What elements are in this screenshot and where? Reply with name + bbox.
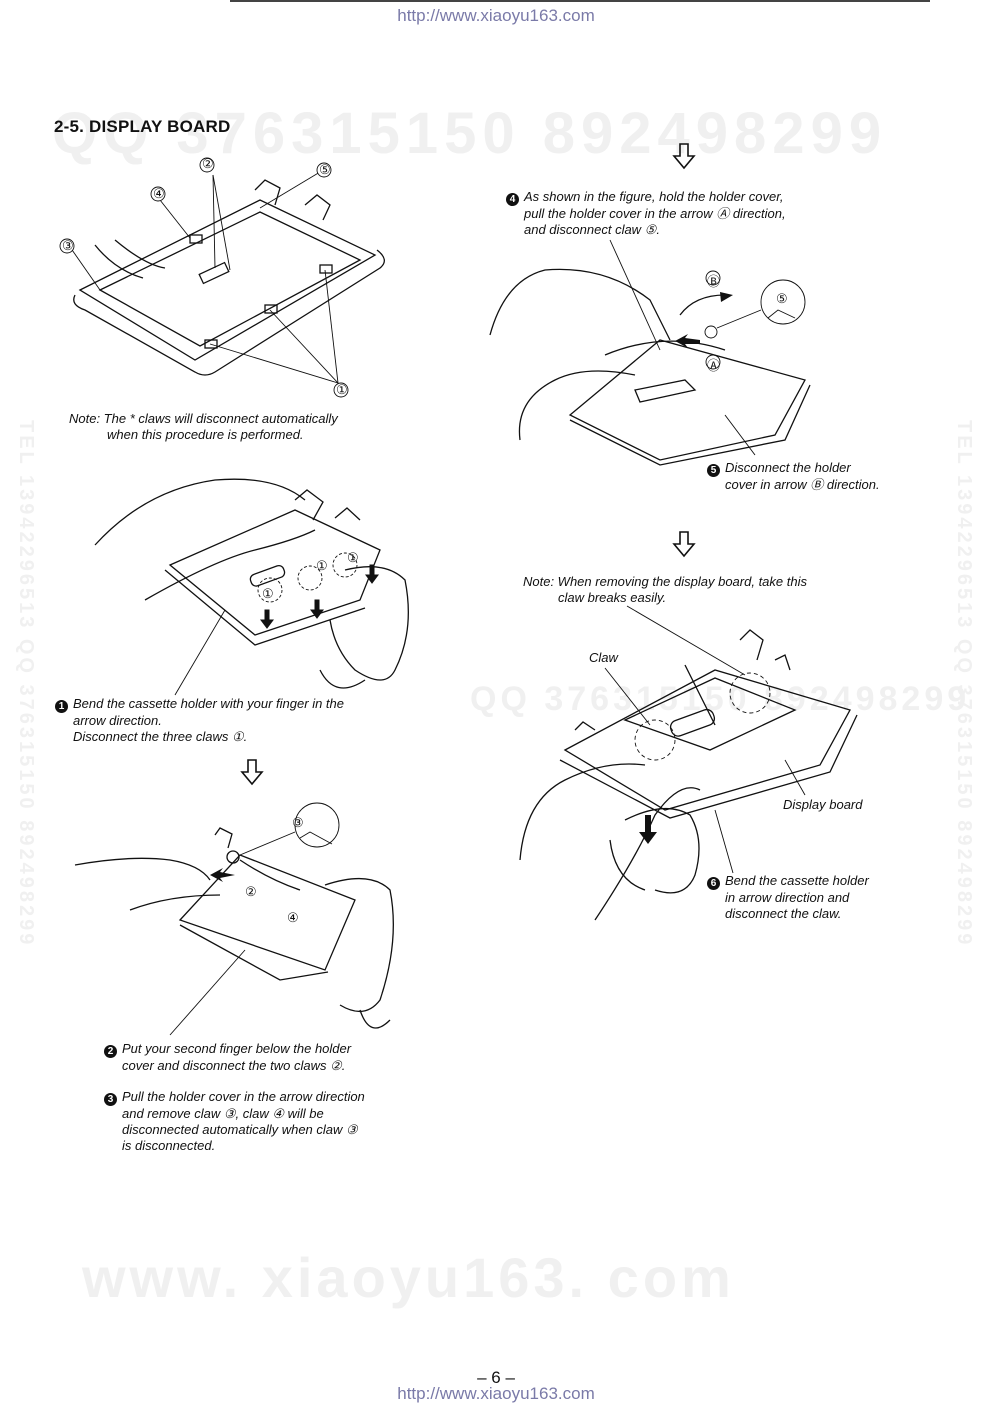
- step-line: arrow direction.: [73, 713, 162, 728]
- step-line: pull the holder cover in the arrow Ⓐ dir…: [524, 206, 786, 221]
- step-number: 2: [104, 1045, 117, 1058]
- note-auto-disconnect: Note: The * claws will disconnect automa…: [69, 411, 338, 443]
- note-claw-breaks: Note: When removing the display board, t…: [523, 574, 807, 606]
- step-line: disconnect the claw.: [725, 906, 842, 921]
- note-line: Note: When removing the display board, t…: [523, 574, 807, 589]
- figure-remove-claws: [74, 802, 394, 1036]
- page-number: – 6 –: [477, 1368, 515, 1387]
- step-number: 3: [104, 1093, 117, 1106]
- down-arrow-icon: [672, 531, 696, 558]
- step-2: 2 Put your second finger below the holder…: [104, 1041, 351, 1074]
- step-line: Bend the cassette holder: [725, 873, 869, 888]
- step-number: 6: [707, 877, 720, 890]
- callout-label: ④: [287, 910, 299, 925]
- step-line: Pull the holder cover in the arrow direc…: [122, 1089, 365, 1104]
- callout-label: ①: [316, 558, 328, 573]
- header-url: http://www.xiaoyu163.com: [397, 6, 595, 25]
- step-number: 1: [55, 700, 68, 713]
- step-line: Bend the cassette holder with your finge…: [73, 696, 344, 711]
- note-line: when this procedure is performed.: [107, 427, 304, 442]
- watermark-side-right: TEL 13942296513 QQ 376315150 892498299: [953, 420, 975, 948]
- step-line: in arrow direction and: [725, 890, 850, 905]
- step-line: is disconnected.: [122, 1138, 216, 1153]
- callout-label: ①: [336, 382, 348, 397]
- label-display-board: Display board: [783, 797, 863, 812]
- callout-label: ①: [347, 550, 359, 565]
- step-line: disconnected automatically when claw ③: [122, 1122, 358, 1137]
- figure-holder-cover: [489, 239, 811, 466]
- figure-bend-holder: [94, 478, 409, 696]
- callout-label: ②: [245, 884, 257, 899]
- watermark-middle: QQ 376315150 892498299: [470, 680, 971, 718]
- step-line: Disconnect the holder: [725, 460, 851, 475]
- callout-label: ⑤: [776, 291, 788, 306]
- section-title: 2-5. DISPLAY BOARD: [54, 117, 231, 136]
- step-5: 5 Disconnect the holder cover in arrow Ⓑ …: [707, 460, 880, 493]
- watermark-bottom: www. xiaoyu163. com: [82, 1246, 735, 1309]
- callout-label: ③: [62, 238, 74, 253]
- callout-label: ④: [153, 186, 165, 201]
- callout-label: ①: [262, 586, 274, 601]
- top-rule: [230, 0, 930, 2]
- step-number: 5: [707, 464, 720, 477]
- step-6: 6 Bend the cassette holder in arrow direc…: [707, 873, 869, 922]
- callout-label: ⑤: [319, 162, 331, 177]
- watermark-top: QQ 376315150 892498299: [52, 101, 888, 166]
- label-claw: Claw: [589, 650, 618, 665]
- step-line: Disconnect the three claws ①.: [73, 729, 248, 744]
- callout-label: Ⓑ: [707, 274, 721, 289]
- step-3: 3 Pull the holder cover in the arrow dire…: [104, 1089, 365, 1154]
- down-arrow-icon: [672, 143, 696, 170]
- step-1: 1 Bend the cassette holder with your fing…: [55, 696, 344, 745]
- figure-display-board-removal: [519, 605, 858, 921]
- step-line: As shown in the figure, hold the holder …: [524, 189, 784, 204]
- note-line: Note: The * claws will disconnect automa…: [69, 411, 338, 426]
- figure-display-board-overview: [59, 157, 385, 398]
- down-arrow-icon: [240, 759, 264, 786]
- callout-label: ③: [292, 815, 304, 830]
- footer-url: http://www.xiaoyu163.com: [397, 1384, 595, 1403]
- step-line: cover and disconnect the two claws ②.: [122, 1058, 346, 1073]
- callout-label: Ⓐ: [707, 358, 721, 373]
- step-line: and disconnect claw ⑤.: [524, 222, 660, 237]
- note-line: claw breaks easily.: [558, 590, 667, 605]
- step-4: 4 As shown in the figure, hold the holder…: [506, 189, 786, 238]
- watermark-side-left: TEL 13942296513 QQ 376315150 892498299: [15, 420, 37, 948]
- step-number: 4: [506, 193, 519, 206]
- callout-label: ②: [202, 156, 214, 171]
- step-line: and remove claw ③, claw ④ will be: [122, 1106, 324, 1121]
- step-line: Put your second finger below the holder: [122, 1041, 352, 1056]
- step-line: cover in arrow Ⓑ direction.: [725, 477, 880, 492]
